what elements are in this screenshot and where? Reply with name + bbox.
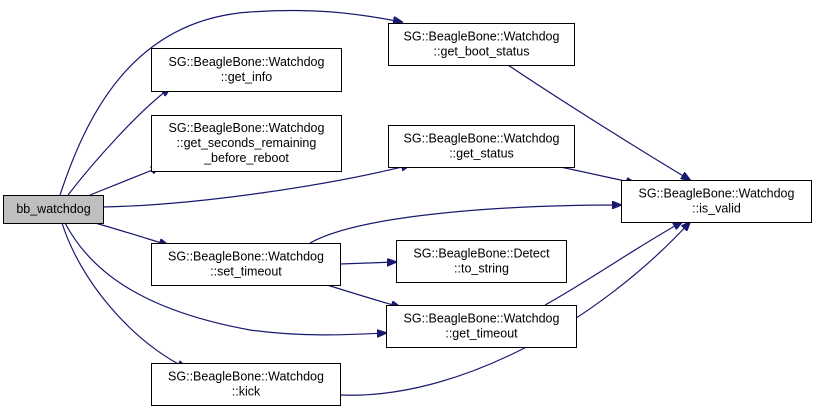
node-get-boot-status[interactable]: SG::BeagleBone::Watchdog::get_boot_statu… [388, 23, 575, 66]
node-label: ::set_timeout [210, 265, 282, 279]
node-box[interactable] [151, 243, 341, 286]
edge-bb-watchdog-to-get-status [102, 165, 410, 208]
node-label: SG::BeagleBone::Watchdog [169, 55, 325, 69]
node-label: ::get_info [221, 70, 272, 84]
node-label: SG::BeagleBone::Watchdog [168, 370, 324, 384]
edge-bb-watchdog-to-get-info [67, 88, 170, 196]
node-get-timeout[interactable]: SG::BeagleBone::Watchdog::get_timeout [386, 305, 577, 348]
node-box[interactable] [621, 180, 812, 223]
node-label: SG::BeagleBone::Watchdog [404, 312, 560, 326]
node-set-timeout[interactable]: SG::BeagleBone::Watchdog::set_timeout [151, 243, 341, 286]
node-label: ::get_seconds_remaining [177, 136, 317, 150]
node-box[interactable] [151, 115, 342, 172]
edge-set-timeout-to-to-string [339, 262, 396, 264]
node-label: ::get_timeout [445, 327, 518, 341]
edge-get-boot-status-to-is-valid [507, 64, 690, 180]
node-label: ::kick [232, 385, 261, 399]
node-label: ::get_boot_status [434, 45, 530, 59]
edge-bb-watchdog-to-get-seconds [89, 167, 160, 196]
node-label: SG::BeagleBone::Detect [413, 247, 550, 261]
node-box[interactable] [386, 305, 577, 348]
node-label: SG::BeagleBone::Watchdog [404, 30, 560, 44]
node-label: SG::BeagleBone::Watchdog [168, 250, 324, 264]
node-box[interactable] [3, 195, 104, 224]
node-box[interactable] [388, 125, 575, 168]
node-bb-watchdog[interactable]: bb_watchdog [3, 195, 104, 224]
node-kick[interactable]: SG::BeagleBone::Watchdog::kick [151, 363, 341, 406]
edge-set-timeout-to-is-valid [309, 205, 621, 244]
node-box[interactable] [151, 48, 342, 92]
edge-bb-watchdog-to-get-boot-status [59, 9, 402, 196]
node-label: _before_reboot [203, 151, 289, 165]
node-label: SG::BeagleBone::Watchdog [169, 121, 325, 135]
node-box[interactable] [388, 23, 575, 66]
node-is-valid[interactable]: SG::BeagleBone::Watchdog::is_valid [621, 180, 812, 223]
node-get-seconds[interactable]: SG::BeagleBone::Watchdog::get_seconds_re… [151, 115, 342, 172]
node-to-string[interactable]: SG::BeagleBone::Detect::to_string [396, 240, 567, 283]
node-label: ::to_string [454, 262, 509, 276]
node-box[interactable] [151, 363, 341, 406]
nodes: bb_watchdogSG::BeagleBone::Watchdog::get… [3, 23, 812, 406]
edge-set-timeout-to-get-timeout [326, 284, 400, 307]
node-get-status[interactable]: SG::BeagleBone::Watchdog::get_status [388, 125, 575, 168]
node-label: ::get_status [449, 147, 514, 161]
node-label: SG::BeagleBone::Watchdog [404, 132, 560, 146]
node-label: bb_watchdog [16, 202, 90, 216]
edge-bb-watchdog-to-set-timeout [94, 222, 168, 245]
edge-bb-watchdog-to-get-timeout [64, 222, 386, 335]
edge-bb-watchdog-to-kick [61, 222, 186, 368]
node-box[interactable] [396, 240, 567, 283]
node-label: SG::BeagleBone::Watchdog [639, 187, 795, 201]
edge-get-timeout-to-is-valid [544, 222, 682, 306]
node-label: ::is_valid [692, 202, 741, 216]
node-get-info[interactable]: SG::BeagleBone::Watchdog::get_info [151, 48, 342, 92]
